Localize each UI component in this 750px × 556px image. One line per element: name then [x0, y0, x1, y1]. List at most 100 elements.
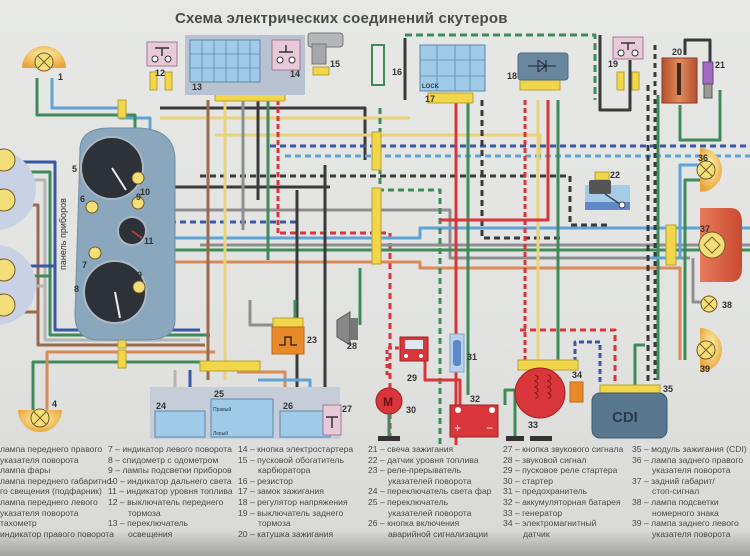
battery-32 [449, 404, 524, 441]
legend-item: 34 – электромагнитный [503, 518, 623, 529]
legend-item-text: датчик [523, 529, 550, 539]
legend-item: лампа переднего габаритно- [0, 476, 114, 487]
label-num-36: 36 [698, 153, 708, 163]
label-num-5: 5 [72, 164, 77, 174]
legend-item-text: карбюратора [258, 465, 311, 476]
legend-item: указателей поворота [368, 476, 491, 487]
connector-12a [149, 71, 158, 91]
legend-item: тормоза [238, 518, 353, 529]
wire-rear-ltblue [650, 163, 700, 260]
legend-item-text: 13 – переключатель [108, 518, 189, 529]
label-num-20: 20 [672, 47, 682, 57]
label-num-34: 34 [572, 370, 582, 380]
connector-19b [631, 71, 640, 91]
legend-item-text: 19 – выключатель заднего [238, 507, 344, 518]
legend-item: 22 – датчик уровня топлива [368, 455, 491, 466]
legend-item-text: стоп-сигнал [652, 486, 700, 497]
label-num-16: 16 [392, 67, 402, 77]
legend-item-text: указателя поворота [652, 465, 731, 476]
legend-item: 19 – выключатель заднего [238, 508, 353, 519]
handlebar-switches [150, 387, 340, 439]
legend-item-text: указателя поворота [0, 507, 79, 518]
lamp-9-backlight [131, 171, 145, 185]
pickup-coil-34 [569, 381, 584, 403]
switch-25-turn [210, 398, 274, 438]
wire-v-black-dash-2 [480, 100, 560, 240]
label-num-6: 6 [80, 194, 85, 204]
label-num-1: 1 [58, 72, 63, 82]
legend-item-text: 15 – пусковой обогатитель [238, 454, 344, 465]
legend-item-text: 7 – индикатор левого поворота [108, 444, 232, 454]
label-num-31: 31 [467, 352, 477, 362]
wire-relay-red [423, 360, 462, 405]
label-num-24: 24 [156, 401, 166, 411]
horn-28 [336, 311, 358, 346]
label-num-25: 25 [214, 389, 224, 399]
legend-item-text: 36 – лампа заднего правого [632, 454, 744, 465]
label-num-12: 12 [155, 68, 165, 78]
wire-lamp4-green [31, 360, 215, 410]
ignition-coil-20 [661, 57, 698, 104]
connector-18 [519, 79, 561, 91]
legend-item-text: 25 – переключатель [368, 496, 449, 507]
battery-minus-label: − [486, 421, 493, 435]
legend-item: 10 – индикатор дальнего света [108, 476, 233, 487]
legend-item-text: номерного знака [652, 507, 719, 518]
lamp-6-right-indicator [85, 200, 99, 214]
legend-item-text: 10 – индикатор дальнего света [108, 475, 232, 486]
legend-item: 7 – индикатор левого поворота [108, 444, 233, 455]
legend-item: тормоза [108, 508, 233, 519]
legend-item-text: 37 – задний габарит/ [632, 475, 715, 486]
legend-item: тахометр [0, 518, 114, 529]
label-num-18: 18 [507, 71, 517, 81]
wire-trunk-yellow [215, 133, 542, 160]
label-num-37: 37 [700, 224, 710, 234]
legend-item: лампа переднего левого [0, 497, 114, 508]
wire-cdi-red-black [520, 328, 617, 385]
lamp-7-left-indicator [88, 246, 102, 260]
label-num-29: 29 [407, 373, 417, 383]
wire-cdi-blue-dash [573, 340, 602, 385]
legend-item: лампа переднего правого [0, 444, 114, 455]
legend-item-text: тормоза [258, 518, 291, 529]
label-num-35: 35 [663, 384, 673, 394]
legend-item: 13 – переключатель [108, 518, 233, 529]
wire-rear-green [683, 178, 700, 360]
legend-item-text: 28 – звуковой сигнал [503, 454, 587, 465]
connector-12b [164, 71, 173, 91]
legend-item: стоп-сигнал [632, 486, 747, 497]
legend-item: указателя поворота [0, 455, 114, 466]
diagram-title: Схема электрических соединений скутеров [175, 10, 508, 27]
legend-item-text: 35 – модуль зажигания (CDI) [632, 444, 747, 454]
legend-item-text: указателей поворота [388, 475, 472, 486]
legend-item-text: 32 – аккумуляторная батарея [503, 496, 621, 507]
legend-item-text: лампа переднего правого [0, 444, 103, 454]
legend-item: 20 – катушка зажигания [238, 529, 353, 540]
spark-plug-21 [702, 61, 714, 99]
label-num-9a: 9 [136, 192, 141, 202]
legend-item-text: указателей поворота [388, 507, 472, 518]
label-num-17: 17 [425, 94, 435, 104]
wire-trunk-ltblue [150, 226, 750, 240]
legend-item-text: 39 – лампа заднего левого [632, 518, 739, 529]
legend-item: 33 – генератор [503, 508, 623, 519]
legend-item: указателя поворота [0, 508, 114, 519]
legend-item: 25 – переключатель [368, 497, 491, 508]
legend-item-text: 18 – регулятор напряжения [238, 496, 348, 507]
wire-trunk-gray [170, 208, 690, 260]
legend-item: 12 – выключатель переднего [108, 497, 233, 508]
label-num-19: 19 [608, 59, 618, 69]
lamp-36-rear-right-turn [696, 148, 722, 192]
label-num-9b: 9 [137, 270, 142, 280]
wire-starter-redwhite [385, 346, 400, 375]
cdi-module-35 [591, 392, 668, 439]
tail-light-37 [698, 208, 742, 282]
wire-harness [12, 33, 750, 445]
legend-item: 14 – кнопка электростартера [238, 444, 353, 455]
resistor-16 [371, 44, 385, 86]
